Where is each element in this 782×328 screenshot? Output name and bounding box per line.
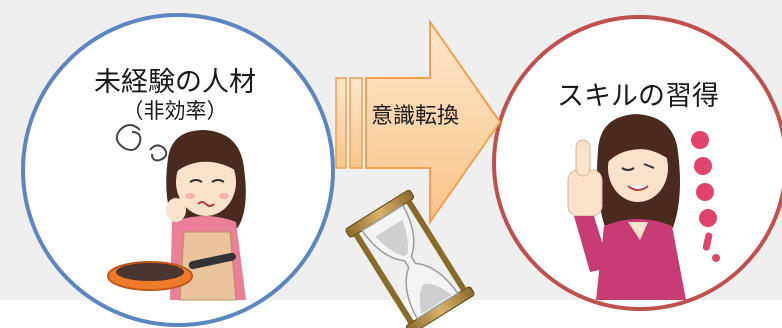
thumbs-up-woman-illustration: [567, 114, 720, 300]
right-circle-title: スキルの習得: [557, 81, 719, 112]
arrow: [335, 18, 502, 226]
hourglass-icon: [345, 189, 475, 328]
good-badge: [691, 131, 720, 262]
left-circle-subtitle: （非効率）: [122, 99, 228, 123]
worried-woman-illustration: [107, 124, 246, 301]
left-circle-title: 未経験の人材: [94, 67, 256, 98]
arrow-label: 意識転換: [370, 104, 459, 129]
swirl-icon: [115, 124, 168, 162]
